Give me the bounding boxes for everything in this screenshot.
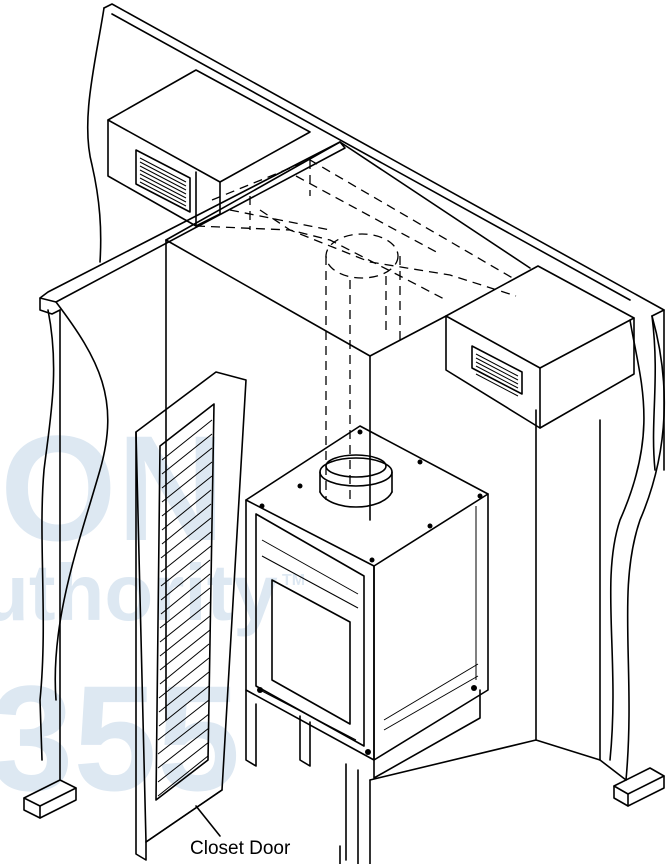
watermark-line-1: ON bbox=[0, 404, 225, 572]
closet-door bbox=[135, 371, 247, 861]
fireplace-base bbox=[245, 689, 481, 864]
hidden-ductwork bbox=[195, 159, 517, 500]
closet-door-callout: Closet Door bbox=[190, 805, 291, 859]
fireplace-unit bbox=[245, 425, 489, 761]
back-wall bbox=[86, 3, 665, 471]
watermark: ON uthority TM 355 bbox=[0, 404, 305, 822]
right-wall bbox=[599, 315, 666, 807]
watermark-line-3: 355 bbox=[0, 654, 240, 822]
left-wall bbox=[23, 141, 346, 819]
closet-interior bbox=[165, 141, 601, 864]
upper-right-vent-box bbox=[445, 265, 635, 429]
closet-door-label: Closet Door bbox=[190, 838, 291, 859]
right-vent-grille bbox=[475, 353, 519, 397]
door-louvers bbox=[157, 419, 213, 797]
left-vent-grille bbox=[139, 157, 187, 207]
upper-left-vent-box bbox=[107, 69, 311, 227]
